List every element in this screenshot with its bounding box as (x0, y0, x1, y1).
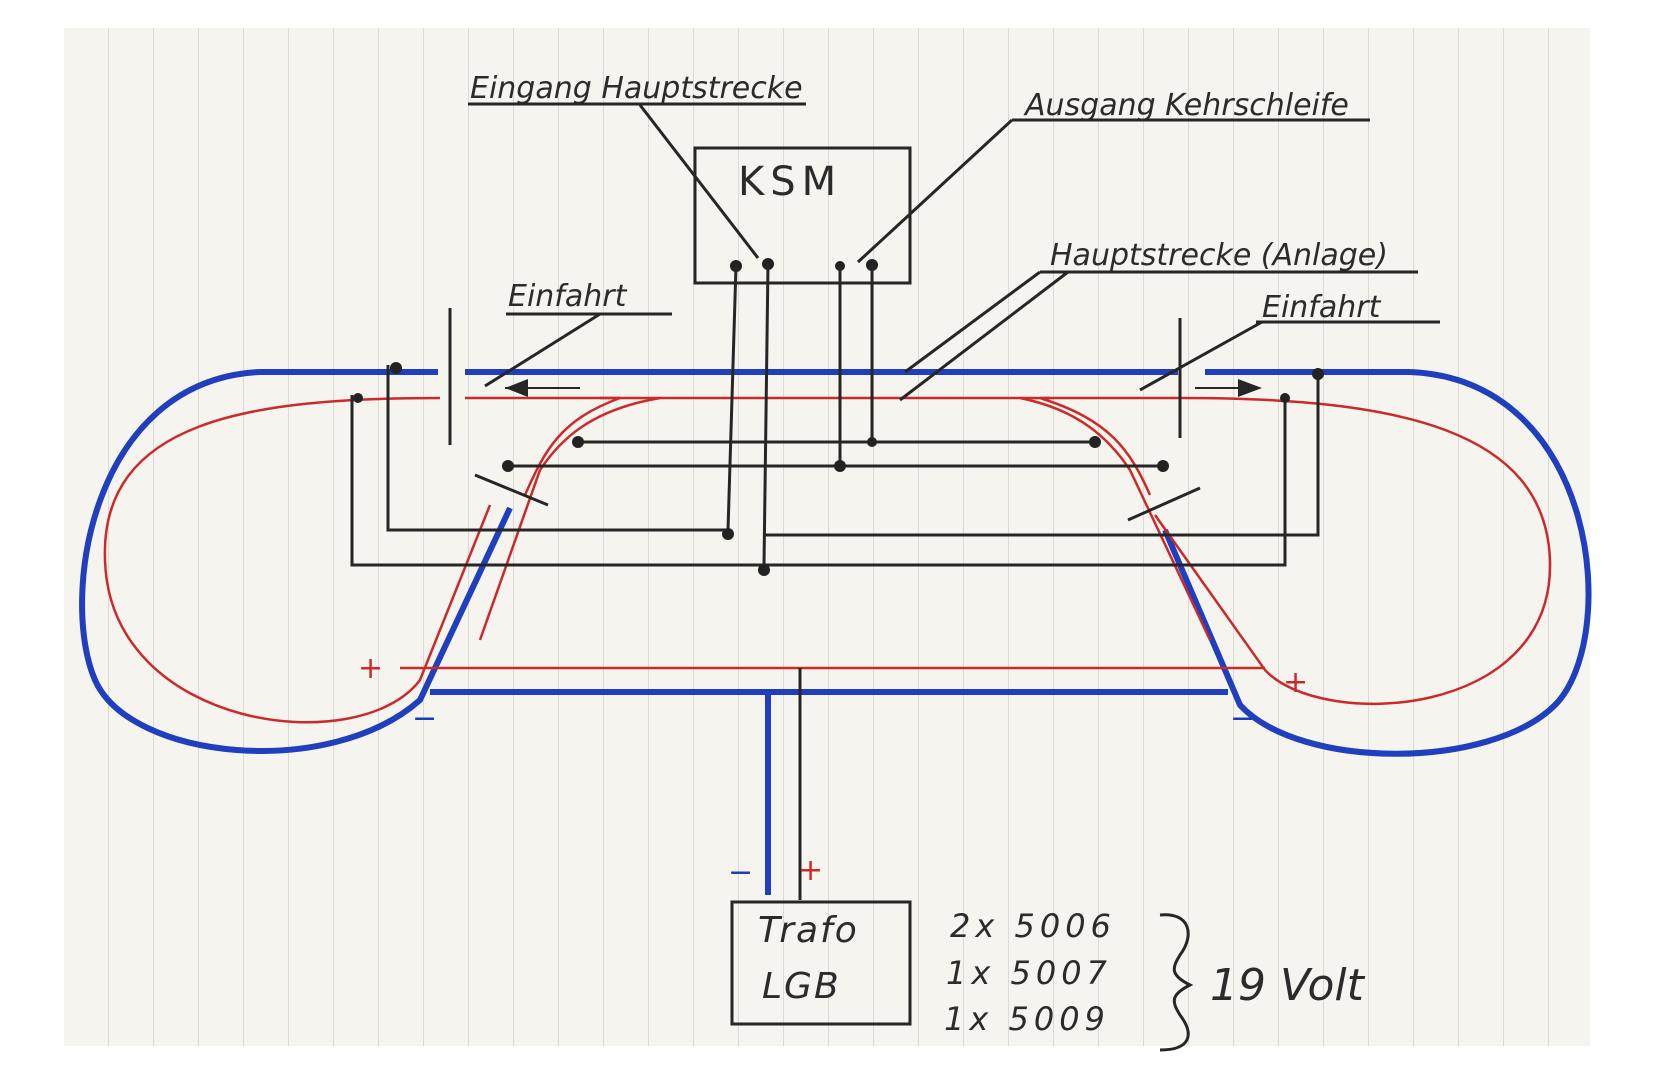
junction-inner-2 (502, 460, 514, 472)
brace (1159, 913, 1194, 1052)
junction-mid-2 (867, 437, 877, 447)
voltage-label: 19 Volt (1210, 960, 1366, 1011)
red-rail-left-loop (103, 396, 492, 724)
plus-trafo: + (798, 853, 823, 888)
leader-einfahrt-left (484, 312, 601, 388)
wire-ksm-2 (350, 263, 770, 567)
leader-hauptstrecke-1 (904, 270, 1041, 374)
junction-mid-1 (834, 460, 846, 472)
module-item-2: 1x 5007 (946, 954, 1112, 992)
arrow-right-head (1238, 379, 1262, 397)
junction-left-1 (390, 362, 402, 374)
junction-right-2 (1280, 393, 1290, 403)
wire-right-outer-2 (728, 398, 1287, 567)
arrow-left-head (505, 379, 528, 397)
trafo-line-2: LGB (762, 966, 841, 1007)
label-einfahrt-left: Einfahrt (508, 279, 628, 314)
wire-ksm-1 (386, 265, 738, 532)
label-ausgang: Ausgang Kehrschleife (1023, 88, 1349, 123)
junction-inner-1 (572, 436, 584, 448)
red-rail-inner-curve (465, 396, 621, 496)
junction-right-4 (1157, 460, 1169, 472)
minus-left: − (412, 701, 437, 736)
blue-rail-left-loop (79, 369, 513, 754)
red-rail-right-loop (1153, 396, 1552, 706)
gap-right-lower (1127, 486, 1201, 522)
minus-trafo: − (728, 855, 753, 890)
paper-sheet (64, 28, 1590, 1046)
leader-ausgang (856, 118, 1014, 264)
label-hauptstrecke: Hauptstrecke (Anlage) (1050, 238, 1388, 273)
module-item-1: 2x 5006 (950, 907, 1116, 945)
trafo-box (730, 900, 912, 1026)
leader-eingang (638, 104, 760, 259)
module-item-3: 1x 5009 (944, 1000, 1110, 1038)
gap-left-lower (474, 473, 549, 507)
junction-left-2 (353, 393, 363, 403)
wire-right-outer (764, 372, 1320, 537)
junction-right-1 (1312, 368, 1324, 380)
leader-hauptstrecke-2 (899, 270, 1069, 402)
junction-bottom-1 (722, 528, 734, 540)
junction-right-3 (1089, 436, 1101, 448)
plus-right: + (1283, 665, 1308, 700)
minus-right: − (1230, 701, 1255, 736)
label-eingang: Eingang Hauptstrecke (470, 71, 803, 106)
trafo-line-1: Trafo (758, 910, 859, 951)
ksm-title: KSM (738, 159, 842, 205)
red-rail-inner-curve-right (1039, 396, 1182, 496)
plus-left: + (358, 651, 383, 686)
label-einfahrt-right: Einfahrt (1262, 290, 1382, 325)
junction-bottom-2 (758, 564, 770, 576)
leader-einfahrt-right (1139, 320, 1263, 392)
blue-rail-right-loop (1162, 369, 1592, 757)
